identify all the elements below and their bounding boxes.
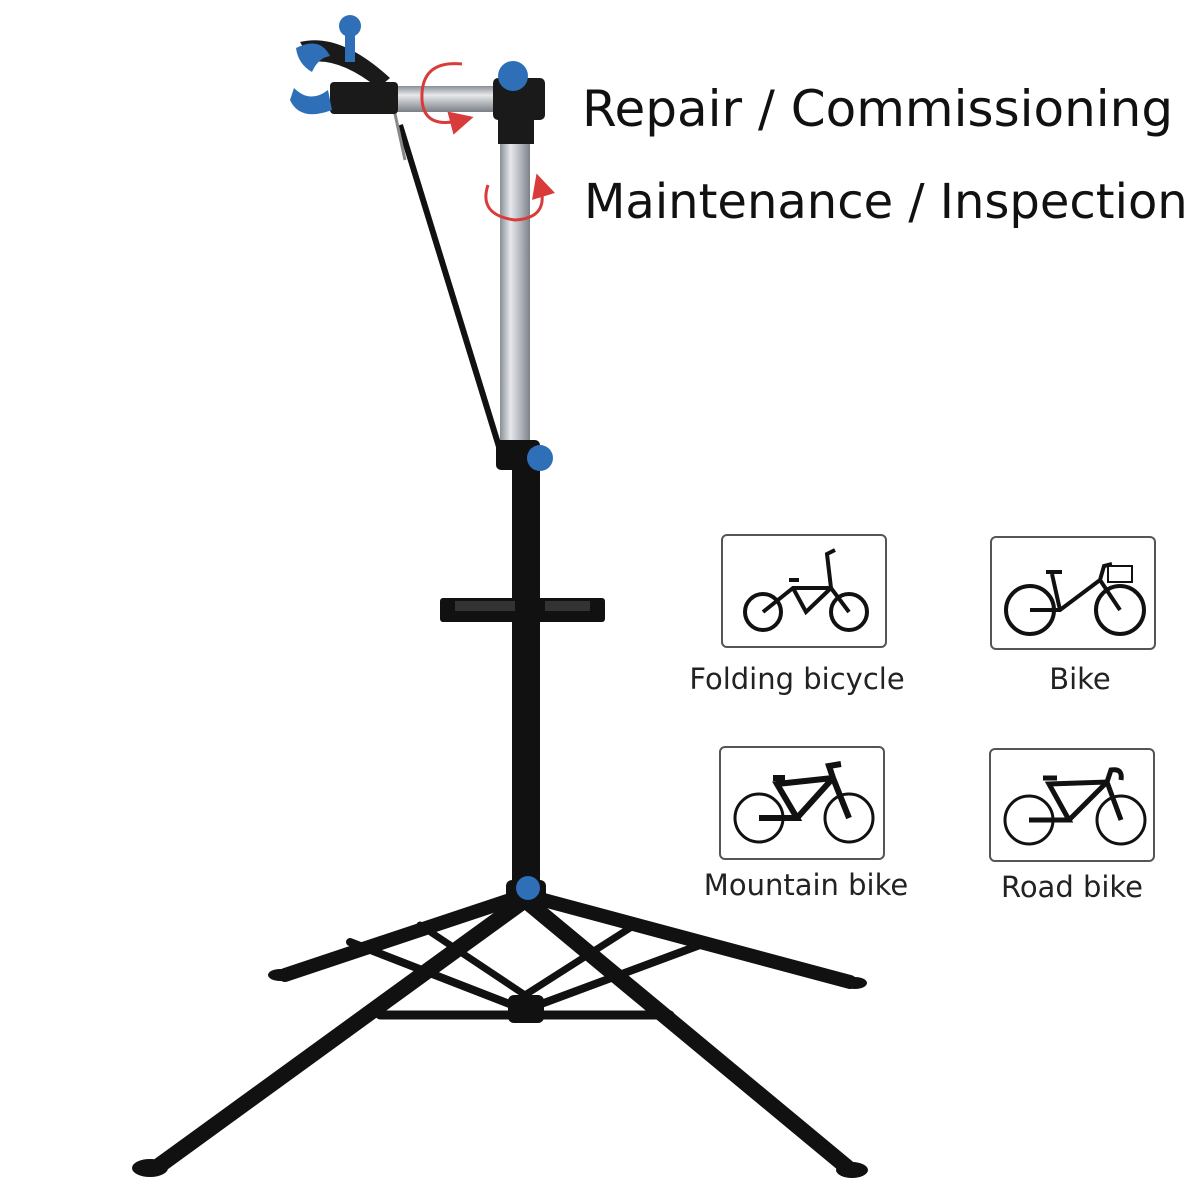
support-rod <box>397 124 503 451</box>
rotation-arrow-horizontal <box>420 62 474 135</box>
tool-tray <box>440 598 605 622</box>
card-folding-bicycle <box>721 534 887 648</box>
bike-clamp <box>290 15 398 115</box>
rotation-knob <box>498 61 528 91</box>
foot-pad <box>843 977 867 989</box>
card-bike <box>990 536 1156 650</box>
label-mountain-bike: Mountain bike <box>703 868 909 902</box>
label-folding-bicycle: Folding bicycle <box>689 662 905 696</box>
height-knob-lower <box>516 876 540 900</box>
card-road-bike <box>989 748 1155 862</box>
label-bike: Bike <box>1049 662 1111 696</box>
city-bike-with-basket-icon <box>1004 562 1146 636</box>
arm-joint-sleeve <box>498 110 534 144</box>
tripod-base <box>152 888 857 1176</box>
upper-tube <box>500 140 530 450</box>
headline-maintenance: Maintenance / Inspection <box>584 174 1188 230</box>
tripod-hub <box>508 995 544 1023</box>
foot-pad <box>132 1159 168 1177</box>
folding-bicycle-icon <box>743 548 869 632</box>
mountain-bike-icon <box>733 761 875 844</box>
foot-pad <box>836 1162 868 1178</box>
height-knob-upper <box>527 445 553 471</box>
foot-pad <box>268 969 292 981</box>
clamp-arm <box>392 86 502 112</box>
label-road-bike: Road bike <box>1000 870 1144 904</box>
rotation-arrow-vertical <box>484 173 555 222</box>
main-pole <box>512 460 540 900</box>
card-mountain-bike <box>719 746 885 860</box>
road-bike-icon <box>1003 767 1147 846</box>
headline-repair: Repair / Commissioning <box>582 80 1174 138</box>
